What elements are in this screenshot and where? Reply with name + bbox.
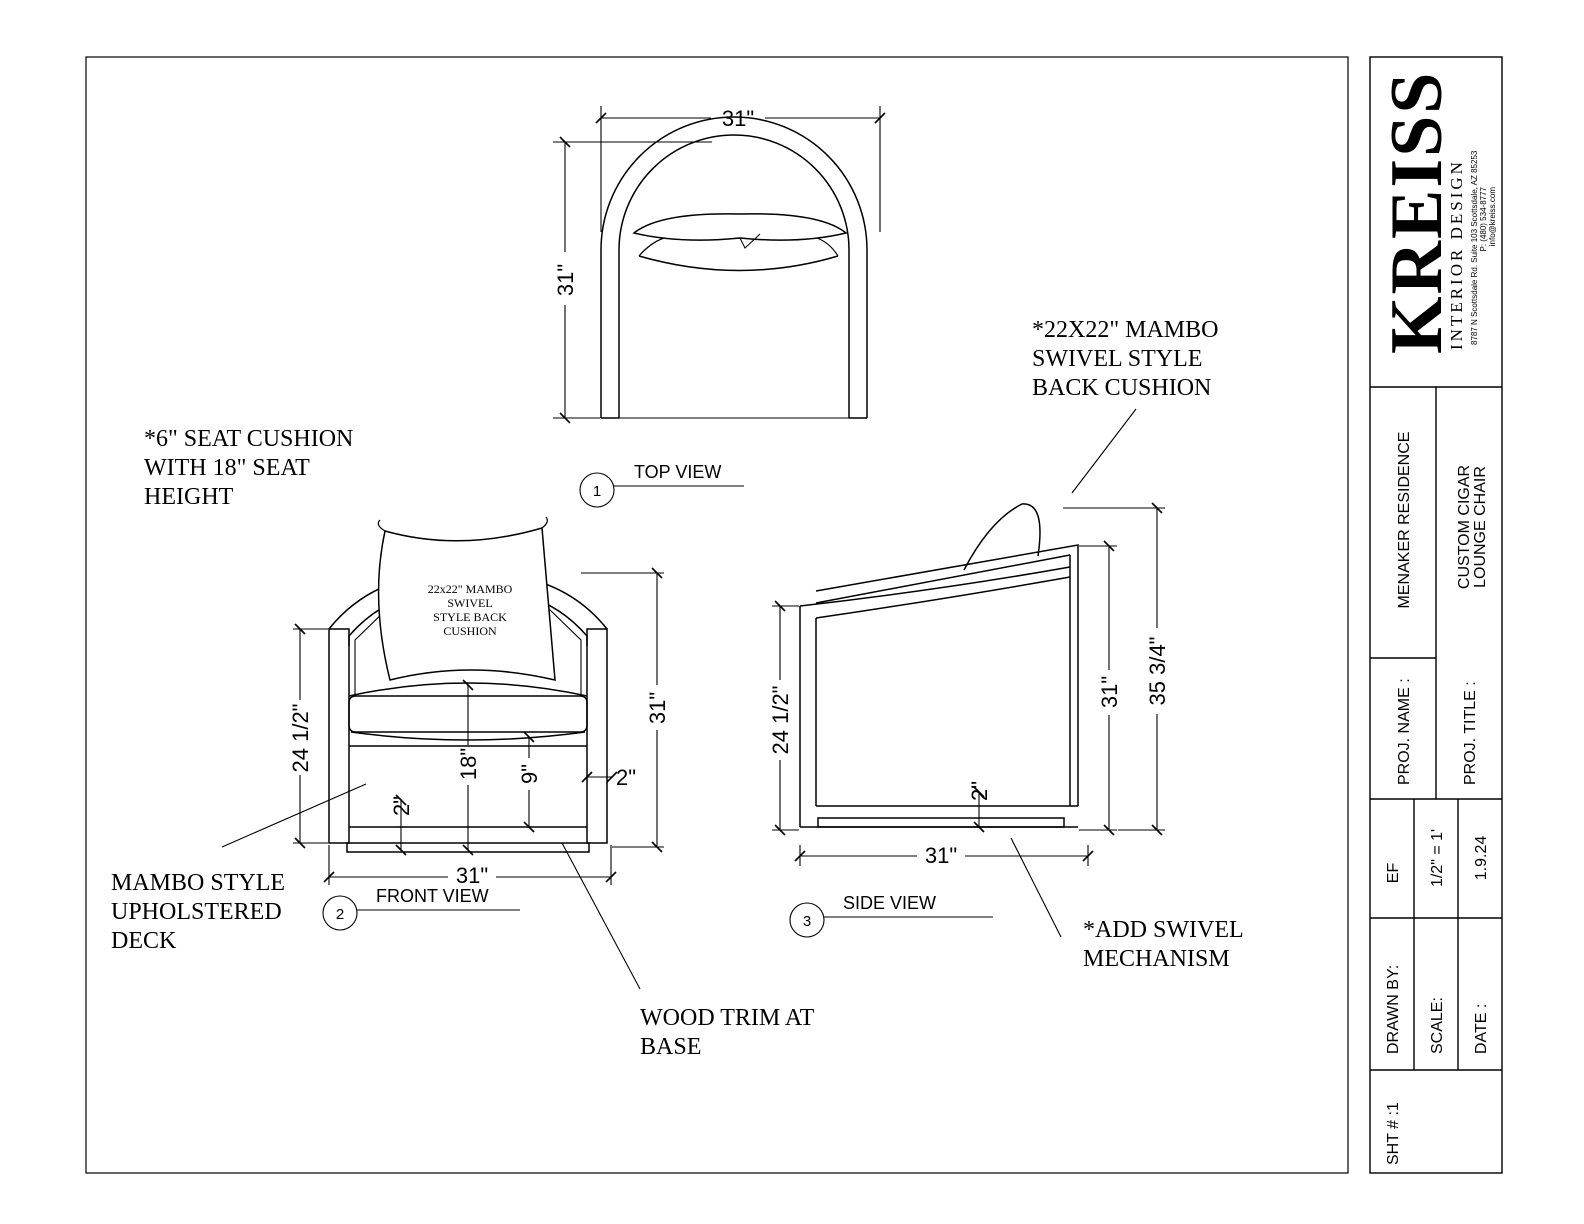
- proj-title-line-1: CUSTOM CIGAR: [1456, 465, 1473, 589]
- deck-leader: [221, 783, 367, 848]
- top-view-title: TOP VIEW: [634, 462, 721, 482]
- kreiss-address: 8787 N Scottsdale Rd. Suite 103 Scottsda…: [1470, 150, 1479, 345]
- front-seat-height-dim: 18": [456, 748, 481, 780]
- svg-text:WOOD TRIM AT: WOOD TRIM AT: [640, 1005, 815, 1031]
- side-back-height-dim: 31": [1097, 676, 1122, 708]
- front-base-dim: 2": [389, 796, 414, 816]
- deck-note: MAMBO STYLE UPHOLSTERED DECK: [111, 870, 285, 954]
- wood-trim-leader: [561, 842, 641, 990]
- proj-name-label: PROJ. NAME :: [1396, 678, 1413, 785]
- side-view-drawing: [799, 503, 1079, 828]
- wood-trim-note: WOOD TRIM AT BASE: [640, 1005, 815, 1060]
- view-tag-2-number: 2: [336, 906, 344, 923]
- side-view-dimensions: [772, 502, 1165, 866]
- svg-text:DECK: DECK: [111, 928, 177, 954]
- svg-text:MECHANISM: MECHANISM: [1083, 946, 1230, 972]
- front-9-dim: 9": [517, 764, 542, 784]
- drawn-by-label: DRAWN BY:: [1385, 965, 1402, 1054]
- title-block: [1369, 56, 1503, 1174]
- side-arm-height-dim: 24 1/2": [768, 686, 793, 755]
- svg-text:UPHOLSTERED: UPHOLSTERED: [111, 899, 282, 925]
- view-tag-1-number: 1: [593, 483, 601, 500]
- svg-text:22x22" MAMBO: 22x22" MAMBO: [428, 582, 513, 596]
- kreiss-phone: P: (480) 534-8777: [1479, 186, 1488, 251]
- top-view-dimensions: [553, 106, 886, 424]
- svg-text:SWIVEL STYLE: SWIVEL STYLE: [1032, 346, 1202, 372]
- view-tag-3-circle: [789, 902, 825, 938]
- front-total-height-dim: 31": [645, 692, 670, 724]
- svg-text:SWIVEL: SWIVEL: [447, 596, 492, 610]
- side-view-title: SIDE VIEW: [843, 893, 936, 913]
- top-depth-dim: 31": [553, 264, 578, 296]
- back-cushion-leader: [1071, 408, 1137, 494]
- date-label: DATE :: [1473, 1004, 1490, 1054]
- svg-text:CUSHION: CUSHION: [443, 624, 497, 638]
- scale-label: SCALE:: [1429, 997, 1446, 1054]
- svg-text:*22X22" MAMBO: *22X22" MAMBO: [1032, 317, 1218, 343]
- svg-text:MAMBO STYLE: MAMBO STYLE: [111, 870, 285, 896]
- kreiss-email: info@kreiss.com: [1488, 187, 1497, 247]
- drawn-by-value: EF: [1385, 863, 1402, 884]
- svg-text:*6" SEAT CUSHION: *6" SEAT CUSHION: [144, 426, 353, 452]
- top-width-dim: 31": [722, 106, 754, 131]
- svg-text:HEIGHT: HEIGHT: [144, 484, 234, 510]
- front-view-title: FRONT VIEW: [376, 886, 489, 906]
- front-side-dim: 2": [616, 765, 636, 790]
- svg-text:BASE: BASE: [640, 1034, 701, 1060]
- swivel-leader: [1010, 837, 1062, 938]
- side-base-dim: 2": [967, 781, 992, 801]
- front-width-dim: 31": [456, 863, 488, 888]
- svg-text:STYLE BACK: STYLE BACK: [433, 610, 507, 624]
- scale-value: 1/2" = 1': [1429, 829, 1446, 887]
- svg-text:BACK CUSHION: BACK CUSHION: [1032, 375, 1211, 401]
- view-tag-1-circle: [579, 472, 615, 508]
- pillow-label: 22x22" MAMBO SWIVEL STYLE BACK CUSHION: [428, 582, 513, 638]
- seat-cushion-note: *6" SEAT CUSHION WITH 18" SEAT HEIGHT: [144, 426, 353, 510]
- front-arm-height-dim: 24 1/2": [288, 704, 313, 773]
- date-value: 1.9.24: [1473, 836, 1490, 881]
- kreiss-logo: KREISS: [1376, 71, 1458, 354]
- kreiss-tagline: INTERIOR DESIGN: [1447, 159, 1466, 350]
- proj-title-line-2: LOUNGE CHAIR: [1472, 466, 1489, 588]
- swivel-note: *ADD SWIVEL MECHANISM: [1083, 917, 1244, 972]
- front-view-dimensions: [293, 567, 664, 885]
- back-cushion-note: *22X22" MAMBO SWIVEL STYLE BACK CUSHION: [1032, 317, 1218, 401]
- svg-text:*ADD SWIVEL: *ADD SWIVEL: [1083, 917, 1244, 943]
- side-depth-dim: 31": [925, 843, 957, 868]
- top-view-drawing: [600, 116, 868, 419]
- view-tag-3-number: 3: [803, 913, 811, 930]
- sheet-number: SHT # :1: [1385, 1102, 1402, 1165]
- view-tag-2-circle: [322, 895, 358, 931]
- side-overall-height-dim: 35 3/4": [1145, 637, 1170, 706]
- proj-title-label: PROJ. TITLE :: [1462, 681, 1479, 785]
- svg-text:WITH 18" SEAT: WITH 18" SEAT: [144, 455, 310, 481]
- proj-name-value: MENAKER RESIDENCE: [1396, 432, 1413, 609]
- drawing-border: [85, 56, 1349, 1174]
